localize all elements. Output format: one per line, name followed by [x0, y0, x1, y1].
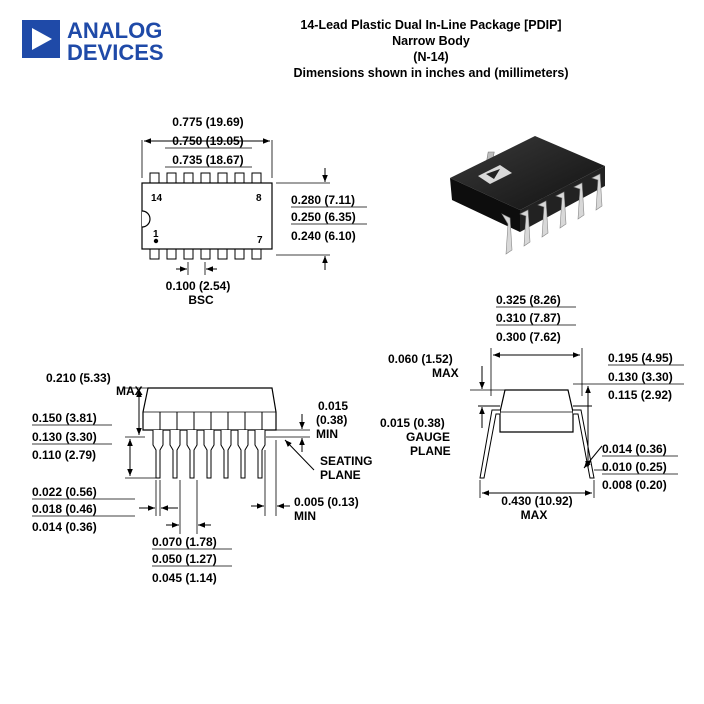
shoulder-max: 0.070 (1.78) — [152, 535, 217, 549]
seating-plane-label-1: SEATING — [320, 454, 372, 468]
end-clearance-value: 0.005 (0.13) — [294, 495, 359, 509]
logo-line-2: DEVICES — [67, 40, 164, 65]
side-view: 0.210 (5.33) MAX 0.150 (3.81) 0.130 (3.3… — [32, 371, 372, 585]
height-max-value: 0.210 (5.33) — [46, 371, 111, 385]
length-nom: 0.750 (19.05) — [172, 134, 243, 148]
pin-14-label: 14 — [151, 193, 163, 204]
package-code: (N-14) — [413, 50, 448, 64]
gauge-note-1: GAUGE — [406, 430, 450, 444]
header: 14-Lead Plastic Dual In-Line Package [PD… — [293, 18, 568, 80]
height-max-note: MAX — [116, 384, 143, 398]
logo-triangle-icon — [32, 28, 52, 50]
width-nom: 0.250 (6.35) — [291, 210, 356, 224]
package-subtitle: Narrow Body — [392, 34, 470, 48]
pitch-note: BSC — [188, 293, 214, 307]
side-leads — [152, 412, 266, 479]
body-top-value: 0.060 (1.52) — [388, 352, 453, 366]
lead-length-max: 0.150 (3.81) — [32, 411, 97, 425]
top-body-outline — [141, 182, 273, 250]
lead-height-min: 0.115 (2.92) — [608, 388, 672, 402]
span-value: 0.430 (10.92) — [501, 494, 572, 508]
lead-height-nom: 0.130 (3.30) — [608, 370, 673, 384]
end-body-outline — [499, 389, 574, 433]
row-spacing-max: 0.325 (8.26) — [496, 293, 561, 307]
top-pins — [149, 172, 262, 184]
pin-7-label: 7 — [257, 235, 263, 246]
end-clearance-note: MIN — [294, 509, 316, 523]
lead-width-max: 0.022 (0.56) — [32, 485, 97, 499]
width-min: 0.240 (6.10) — [291, 229, 356, 243]
lead-length-nom: 0.130 (3.30) — [32, 430, 97, 444]
lead-thickness-min: 0.008 (0.20) — [602, 478, 667, 492]
end-view: 0.325 (8.26) 0.310 (7.87) 0.300 (7.62) 0… — [380, 293, 684, 522]
pin1-notch — [141, 210, 151, 228]
chip-3d-illustration — [450, 136, 605, 255]
shoulder-min: 0.045 (1.14) — [152, 571, 217, 585]
pin-1-label: 1 — [153, 229, 159, 240]
pin-8-label: 8 — [256, 193, 262, 204]
row-spacing-min: 0.300 (7.62) — [496, 330, 561, 344]
length-max: 0.775 (19.69) — [172, 115, 243, 129]
length-min: 0.735 (18.67) — [172, 153, 243, 167]
pin1-dot-icon — [153, 238, 159, 244]
bottom-pins — [149, 248, 262, 260]
lead-length-min: 0.110 (2.79) — [32, 448, 96, 462]
package-title: 14-Lead Plastic Dual In-Line Package [PD… — [300, 18, 561, 32]
body-top-note: MAX — [432, 366, 459, 380]
standoff-note: MIN — [316, 427, 338, 441]
lead-thickness-nom: 0.010 (0.25) — [602, 460, 667, 474]
span-note: MAX — [521, 508, 548, 522]
logo-line-1: ANALOG — [67, 18, 162, 43]
row-spacing-nom: 0.310 (7.87) — [496, 311, 561, 325]
lead-width-nom: 0.018 (0.46) — [32, 502, 97, 516]
lead-thickness-max: 0.014 (0.36) — [602, 442, 667, 456]
gauge-note-2: PLANE — [410, 444, 451, 458]
lead-width-min: 0.014 (0.36) — [32, 520, 97, 534]
shoulder-nom: 0.050 (1.27) — [152, 552, 217, 566]
side-body-outline — [142, 387, 277, 431]
seating-plane-label-2: PLANE — [320, 468, 361, 482]
gauge-value: 0.015 (0.38) — [380, 416, 445, 430]
lead-height-max: 0.195 (4.95) — [608, 351, 673, 365]
analog-devices-logo: ANALOG DEVICES — [22, 18, 164, 65]
top-view: 0.775 (19.69) 0.750 (19.05) 0.735 (18.67… — [141, 115, 367, 307]
units-note: Dimensions shown in inches and (millimet… — [293, 66, 568, 80]
pitch-value: 0.100 (2.54) — [166, 279, 231, 293]
width-max: 0.280 (7.11) — [291, 193, 355, 207]
standoff-mm: (0.38) — [316, 413, 347, 427]
standoff-value: 0.015 — [318, 399, 348, 413]
